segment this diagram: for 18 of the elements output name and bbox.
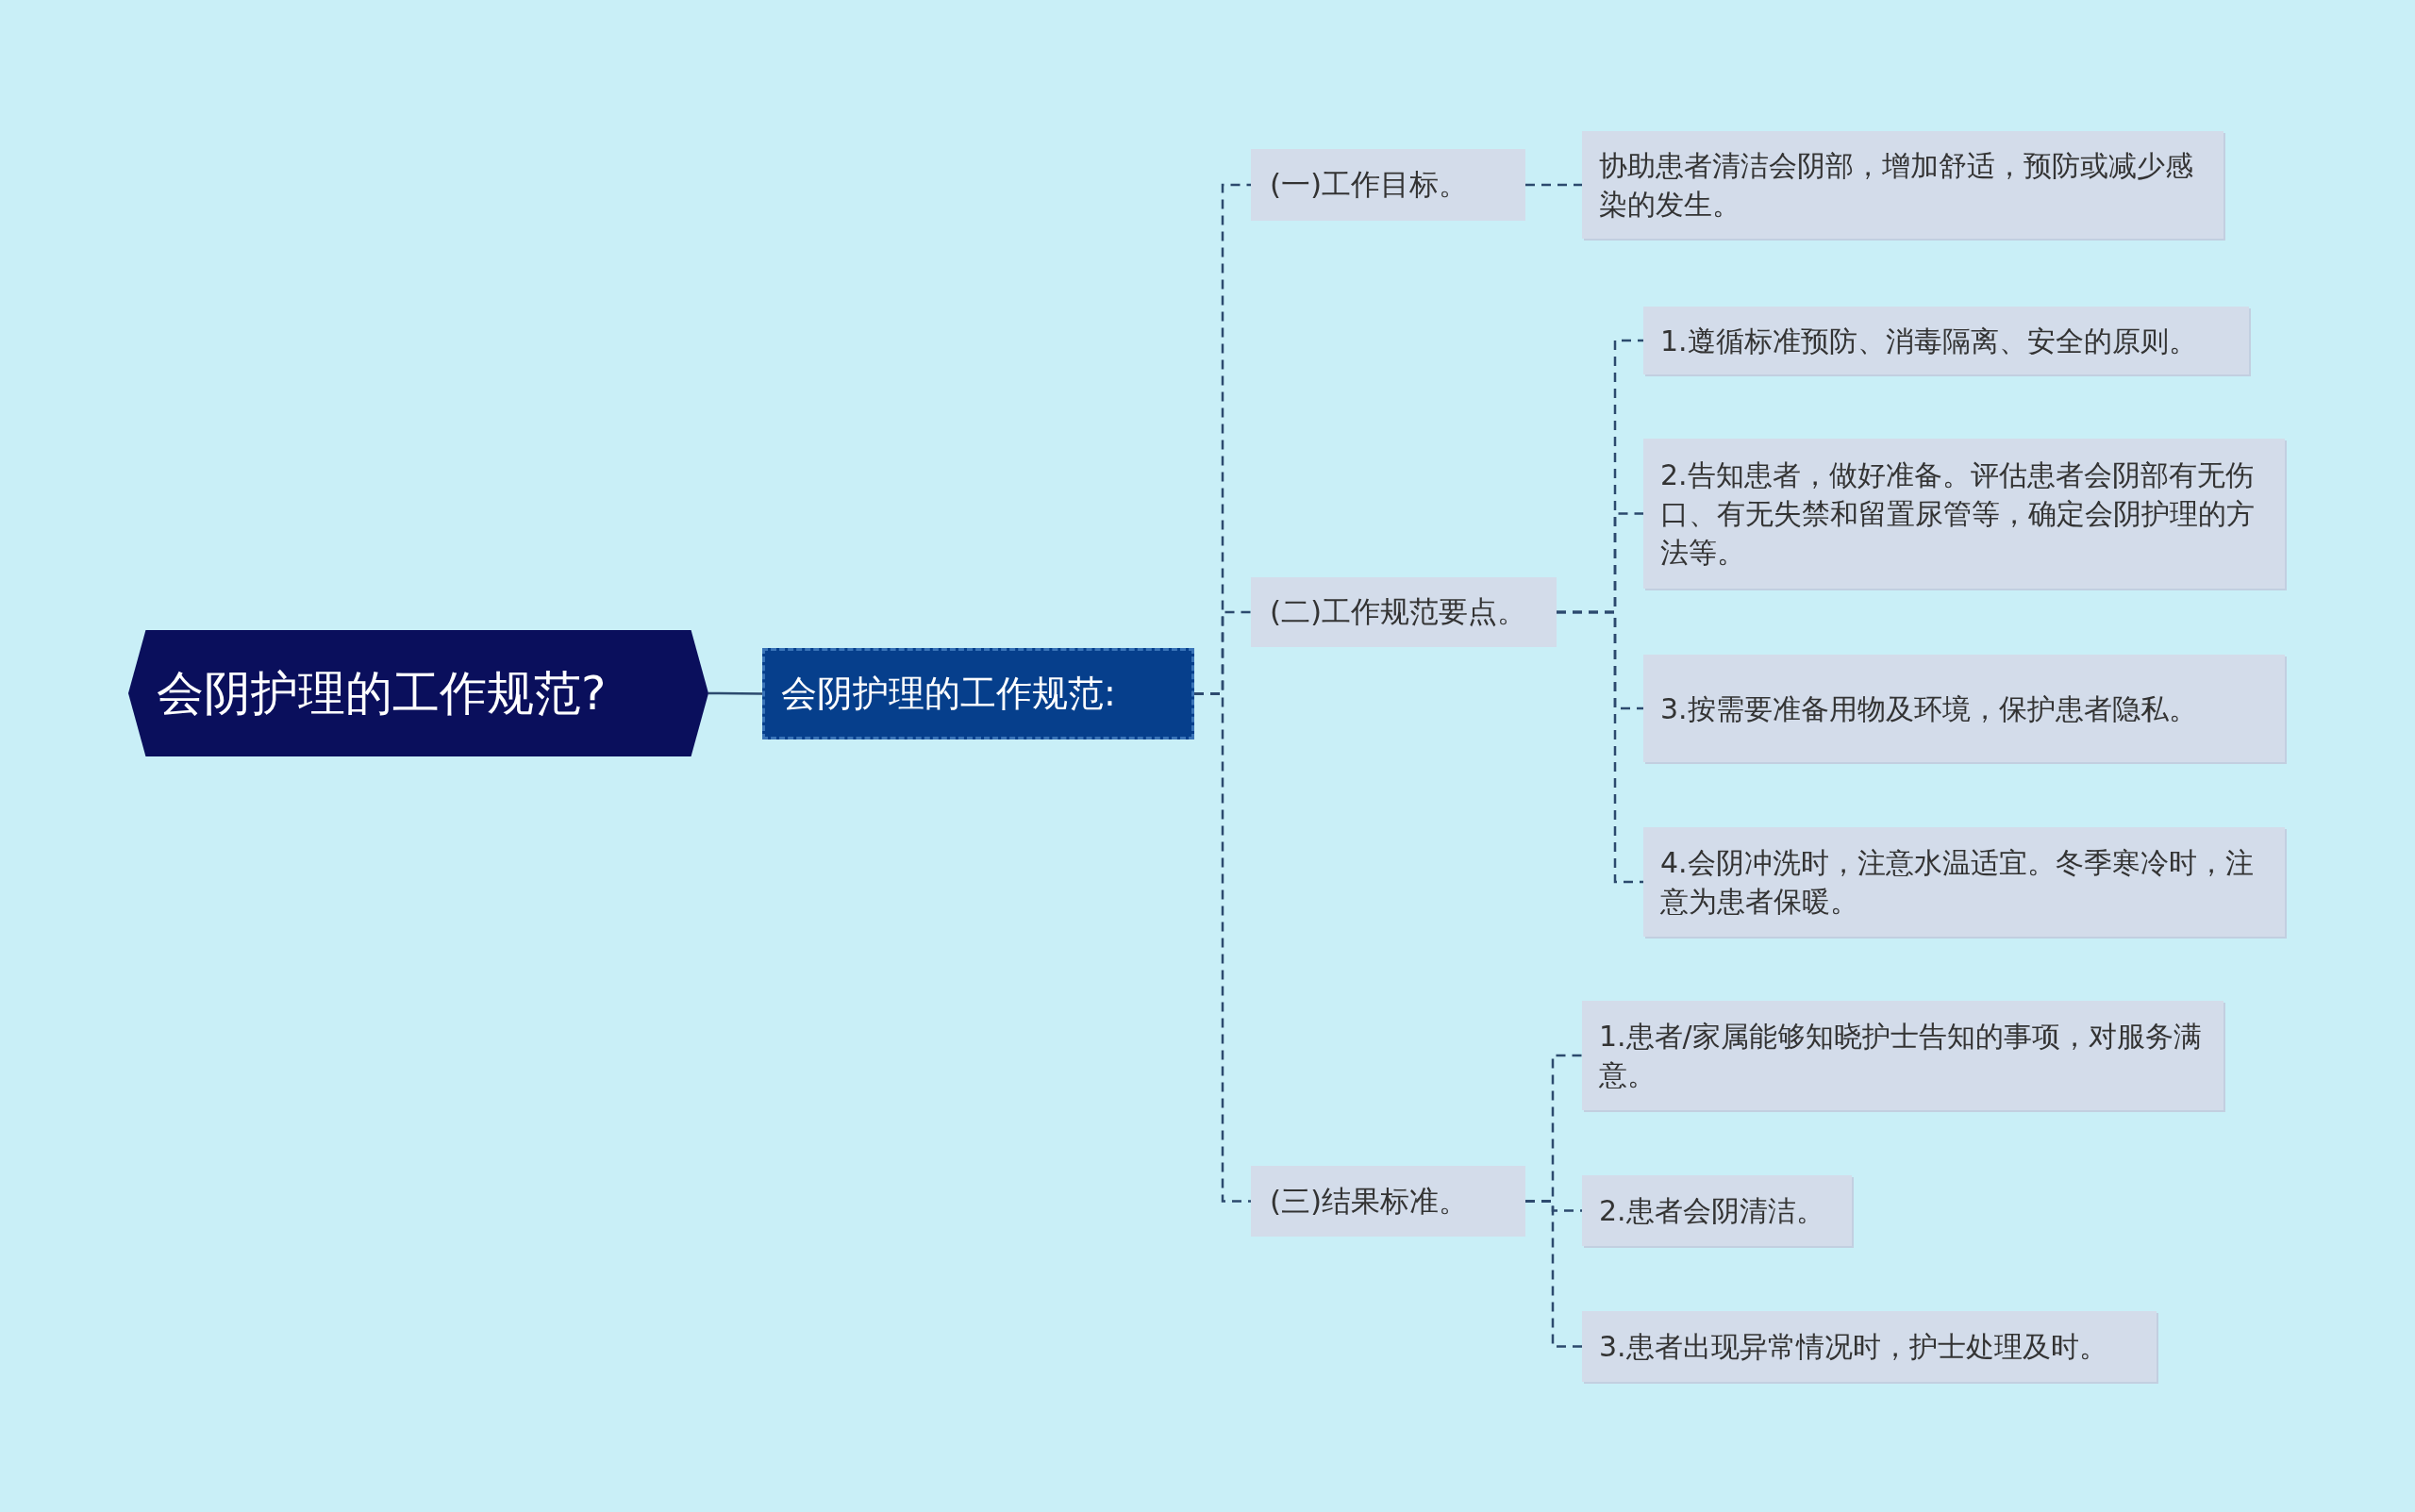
connector — [1557, 610, 1643, 884]
text-box: 协助患者清洁会阴部，增加舒适，预防或减少感染的发生。 — [1582, 131, 2223, 239]
text-box: 3.患者出现异常情况时，护士处理及时。 — [1582, 1311, 2157, 1382]
topic-box: (三)结果标准。 — [1251, 1166, 1525, 1237]
connector — [1194, 692, 1251, 1203]
topic-box: 会阴护理的工作规范: — [762, 648, 1194, 739]
topic-box: (二)工作规范要点。 — [1251, 577, 1557, 647]
text-box: 4.会阴冲洗时，注意水温适宜。冬季寒冷时，注意为患者保暖。 — [1643, 827, 2285, 937]
text-box: 1.遵循标准预防、消毒隔离、安全的原则。 — [1643, 307, 2249, 374]
text-box: 2.告知患者，做好准备。评估患者会阴部有无伤口、有无失禁和留置尿管等，确定会阴护理的方法等。 — [1643, 439, 2285, 589]
central-topic: 会阴护理的工作规范? — [128, 630, 708, 756]
text-box: 2.患者会阴清洁。 — [1582, 1175, 1852, 1246]
text-box: 3.按需要准备用物及环境，保护患者隐私。 — [1643, 655, 2285, 762]
connector — [1525, 183, 1582, 187]
connector — [708, 691, 762, 695]
connector — [1525, 1200, 1582, 1348]
topic-box: (一)工作目标。 — [1251, 149, 1525, 221]
text-box: 1.患者/家属能够知晓护士告知的事项，对服务满意。 — [1582, 1001, 2223, 1110]
